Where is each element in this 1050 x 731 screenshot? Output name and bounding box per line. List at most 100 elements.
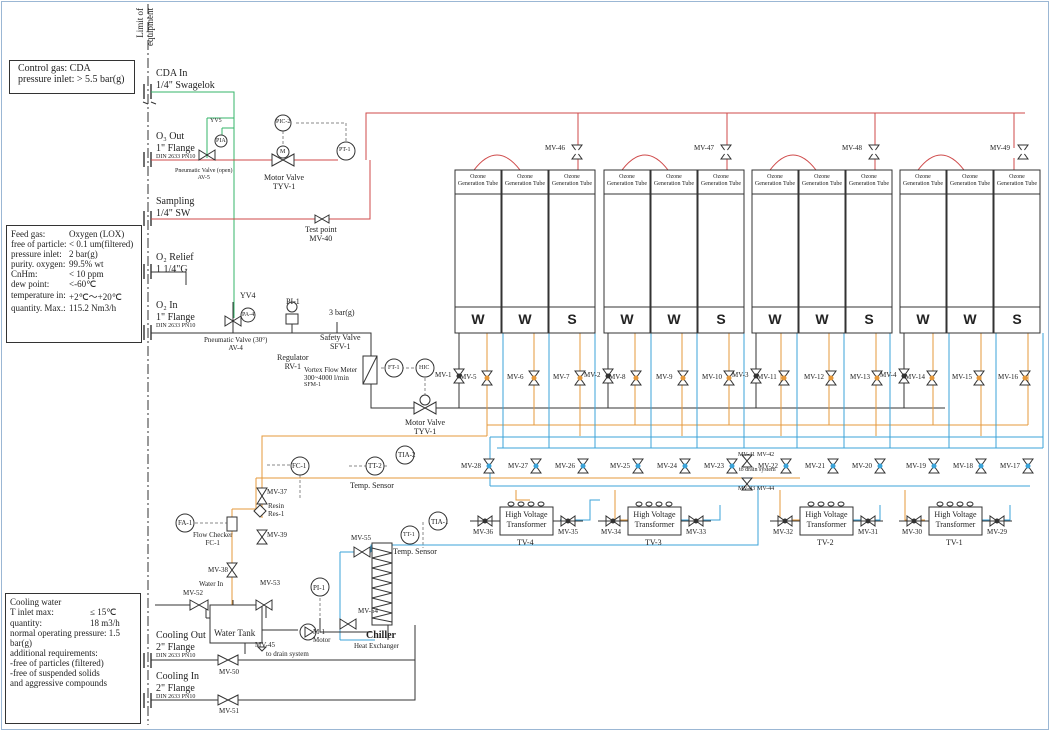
transformer-valve-label: MV-31 — [858, 528, 878, 536]
tia1-label: TIA-1 — [431, 518, 449, 526]
transformer-label-line2: Transformer — [935, 520, 976, 529]
tube-label-line1: Ozone — [861, 174, 877, 180]
ozone-generation-tube — [697, 169, 745, 334]
outlet-valve-label: MV-11 — [757, 373, 777, 381]
tube-label-line2: Generation Tube — [551, 181, 593, 187]
cooling-water-title: Cooling water — [10, 597, 62, 607]
tv-label: TV-4 — [517, 538, 534, 547]
outlet-valve — [926, 370, 938, 386]
outlet-valve-label: MV-9 — [656, 373, 673, 381]
feed-gas-value: < 0.1 um(filtered) — [69, 239, 134, 249]
feed-gas-row: CnHm:< 10 ppm — [11, 269, 141, 279]
tube-letter: S — [1012, 311, 1022, 327]
tube-label-line1: Ozone — [666, 174, 682, 180]
drain-valve-label: MV-1 — [435, 371, 452, 379]
mv50-label: MV-50 — [219, 668, 239, 676]
feed-gas-row: dew point:<-60℃ — [11, 279, 141, 290]
outlet-valve — [871, 370, 883, 386]
feed-gas-row: free of particle:< 0.1 um(filtered) — [11, 239, 141, 249]
tube-label-line1: Ozone — [814, 174, 830, 180]
pi1-label: PI-1 — [286, 297, 300, 306]
tube-letter: W — [963, 311, 977, 327]
pneumatic-valve-av4-label: Pneumatic Valve (30°)AV-4 — [204, 336, 268, 353]
outlet-valve-label: MV-8 — [609, 373, 626, 381]
fa1-label: FA-1 — [178, 519, 193, 527]
tube-letter: W — [471, 311, 485, 327]
mv38-label: MV-38 — [208, 566, 228, 574]
tv-label: TV-2 — [817, 538, 834, 547]
ozone-generation-tube — [751, 169, 799, 334]
cooling-water-row: T inlet max:≤ 15℃ — [10, 607, 140, 618]
transformer-valve-label: MV-35 — [558, 528, 578, 536]
tt2-label: TT-2 — [368, 462, 382, 470]
feed-gas-key: purity. oxygen: — [11, 259, 66, 269]
inlet-valve — [975, 458, 987, 474]
transformer-valve-label: MV-33 — [686, 528, 706, 536]
ozone-generation-tube — [548, 169, 596, 334]
tube-label-line2: Generation Tube — [700, 181, 742, 187]
mv39-label: MV-39 — [267, 531, 287, 539]
heat-exchanger-label: Heat Exchanger — [354, 642, 399, 650]
outlet-valve — [677, 370, 689, 386]
hic-label: HIC — [419, 365, 430, 371]
tube-letter: W — [667, 311, 681, 327]
mv37-label: MV-37 — [267, 488, 287, 496]
transformer-label-line2: Transformer — [634, 520, 675, 529]
mv55-label: MV-55 — [351, 534, 371, 542]
cooling-water-value: ≤ 15℃ — [90, 607, 117, 617]
pneumatic-valve-av5-label: Pneumatic Valve (open)AV-5 — [175, 168, 233, 181]
feed-gas-value: 2 bar(g) — [69, 249, 98, 259]
feed-gas-key: temperature in: — [11, 290, 66, 300]
inlet-valve — [780, 458, 792, 474]
tv-label: TV-1 — [946, 538, 963, 547]
tube-label-line2: Generation Tube — [949, 181, 991, 187]
inlet-valve-label: MV-28 — [461, 462, 481, 470]
tube-label-line1: Ozone — [713, 174, 729, 180]
top-valve-label: MV-48 — [842, 144, 862, 152]
inlet-valve-label: MV-27 — [508, 462, 528, 470]
inlet-valve — [483, 458, 495, 474]
inlet-valve — [726, 458, 738, 474]
temp-sensor2-label: Temp. Sensor — [393, 547, 437, 556]
outlet-valve — [825, 370, 837, 386]
tube-label-line1: Ozone — [619, 174, 635, 180]
temp-sensor-label: Temp. Sensor — [350, 481, 394, 490]
control-gas-box: Control gas: CDA pressure inlet: > 5.5 b… — [9, 60, 135, 94]
top-valve-label: MV-49 — [990, 144, 1010, 152]
mv53-label: MV-53 — [260, 579, 280, 587]
high-voltage-transformer — [799, 501, 854, 536]
transformer-label-line2: Transformer — [506, 520, 547, 529]
control-gas-line1: Control gas: CDA — [18, 63, 91, 74]
mv44-label: MV-44 — [757, 486, 775, 492]
top-valve — [868, 144, 880, 160]
ozone-generation-tube — [899, 169, 947, 334]
outlet-valve — [630, 370, 642, 386]
feed-gas-value: 115.2 Nm3/h — [69, 303, 117, 313]
tube-label-line2: Generation Tube — [754, 181, 796, 187]
high-voltage-transformer — [928, 501, 983, 536]
water-tank-label: Water Tank — [214, 628, 256, 638]
tube-label-line2: Generation Tube — [457, 181, 499, 187]
feed-gas-value: <-60℃ — [69, 279, 97, 289]
drain-valve — [453, 368, 465, 384]
ozone-generation-tube — [845, 169, 893, 334]
ozone-generation-tube — [603, 169, 651, 334]
outlet-valve-label: MV-12 — [804, 373, 824, 381]
tube-label-line2: Generation Tube — [902, 181, 944, 187]
inlet-valve-label: MV-18 — [953, 462, 973, 470]
outlet-valve-label: MV-6 — [507, 373, 524, 381]
control-gas-line2: pressure inlet: > 5.5 bar(g) — [18, 74, 125, 85]
tv-label: TV-3 — [645, 538, 662, 547]
top-valve — [571, 144, 583, 160]
chiller-label: Chiller — [366, 630, 396, 641]
outlet-valve — [723, 370, 735, 386]
cooling-water-value: 18 m3/h — [90, 618, 120, 628]
